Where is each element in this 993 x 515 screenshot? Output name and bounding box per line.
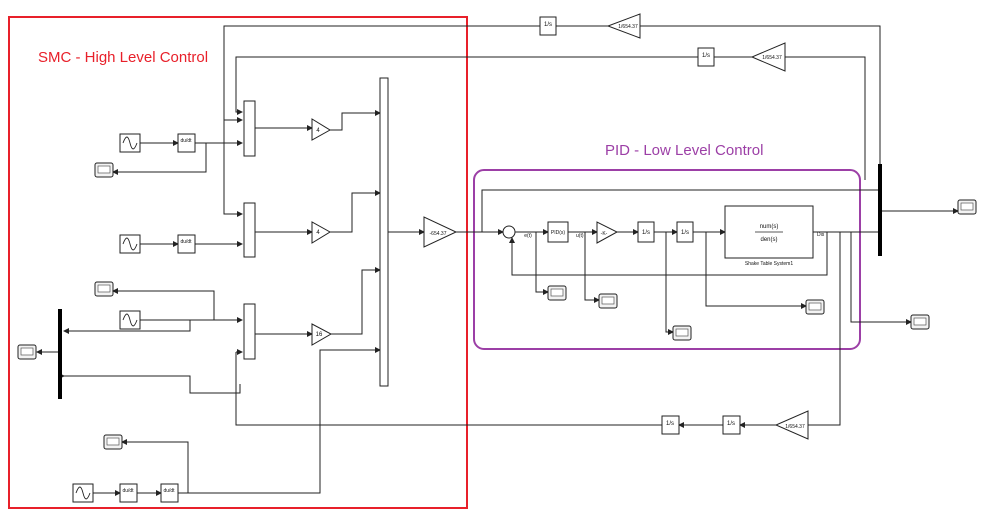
smc-region-box [8,16,468,509]
gain-4b[interactable]: 4 [311,221,331,244]
svg-text:1/s: 1/s [666,421,674,427]
integrator-bottom-2[interactable]: 1/s [722,415,741,435]
sine-source-4[interactable] [72,483,94,503]
scope-right-1[interactable] [957,199,977,215]
gain-top-2[interactable]: 1/654.37 [750,42,786,72]
scope-pid-3[interactable] [672,325,692,341]
svg-text:4: 4 [316,230,320,236]
svg-text:u(t): u(t) [576,233,584,239]
gain-4a[interactable]: 4 [311,118,331,141]
svg-text:-K-: -K- [601,231,608,237]
svg-text:du/dt: du/dt [180,239,192,245]
svg-text:1/s: 1/s [544,22,552,28]
svg-text:-654.37: -654.37 [430,231,447,237]
gain-k[interactable]: -K- [596,221,619,244]
svg-text:du/dt: du/dt [180,138,192,144]
svg-text:du/dt: du/dt [122,488,134,494]
svg-text:den(s): den(s) [760,237,777,243]
svg-text:4: 4 [316,128,320,134]
scope-right-2[interactable] [910,314,930,330]
gain-16[interactable]: 16 [311,323,333,346]
mux-2[interactable] [243,202,256,258]
scope-2[interactable] [17,344,37,360]
scope-3a[interactable] [94,281,114,297]
integrator-pid-1[interactable]: 1/s [637,221,655,243]
svg-text:16: 16 [316,332,323,338]
pid-region-title: PID - Low Level Control [605,142,763,159]
sine-source-1[interactable] [119,133,141,153]
svg-text:num(s): num(s) [760,224,779,230]
mux-3[interactable] [243,303,256,360]
integrator-top-2[interactable]: 1/s [697,47,715,67]
svg-text:1/654.37: 1/654.37 [618,24,638,30]
shake-table-tf[interactable]: num(s) den(s) Shake Table System1 Dis [724,205,825,267]
scope-3[interactable] [103,434,123,450]
svg-text:du/dt: du/dt [163,488,175,494]
svg-text:1/s: 1/s [727,421,735,427]
pid-controller[interactable]: PID(s) [547,221,569,243]
gain-neg-654[interactable]: -654.37 [423,216,458,248]
demux-bar-left[interactable] [58,309,62,399]
svg-text:1/s: 1/s [642,230,650,236]
gain-top-1[interactable]: 1/654.37 [606,13,641,39]
scope-pid-err[interactable] [547,285,567,301]
svg-text:1/s: 1/s [702,53,710,59]
mux-bar-right[interactable] [878,164,882,256]
svg-text:e(t): e(t) [524,233,532,239]
svg-text:Shake Table System1: Shake Table System1 [745,261,793,267]
derivative-block-4[interactable]: du/dt [160,483,179,503]
scope-pid-u[interactable] [598,293,618,309]
svg-text:Dis: Dis [817,232,825,238]
feedback-wires-top [223,25,881,217]
pid-region-box [473,169,861,350]
integrator-top-1[interactable]: 1/s [539,16,557,36]
scope-1[interactable] [94,162,114,178]
sine-source-3[interactable] [119,310,141,330]
derivative-block-1[interactable]: du/dt [177,133,196,153]
svg-text:1/s: 1/s [681,230,689,236]
sine-source-2[interactable] [119,234,141,254]
svg-text:1/654.37: 1/654.37 [785,424,805,430]
smc-region-title: SMC - High Level Control [38,49,208,66]
integrator-bottom-1[interactable]: 1/s [661,415,680,435]
integrator-pid-2[interactable]: 1/s [676,221,694,243]
svg-text:1/654.37: 1/654.37 [762,55,782,61]
svg-text:PID(s): PID(s) [551,230,566,236]
derivative-block-2[interactable]: du/dt [177,234,196,254]
big-mux[interactable] [379,77,389,387]
derivative-block-3[interactable]: du/dt [119,483,138,503]
mux-1[interactable] [243,100,256,157]
scope-pid-4[interactable] [805,299,825,315]
gain-bottom[interactable]: 1/654.37 [774,410,809,440]
